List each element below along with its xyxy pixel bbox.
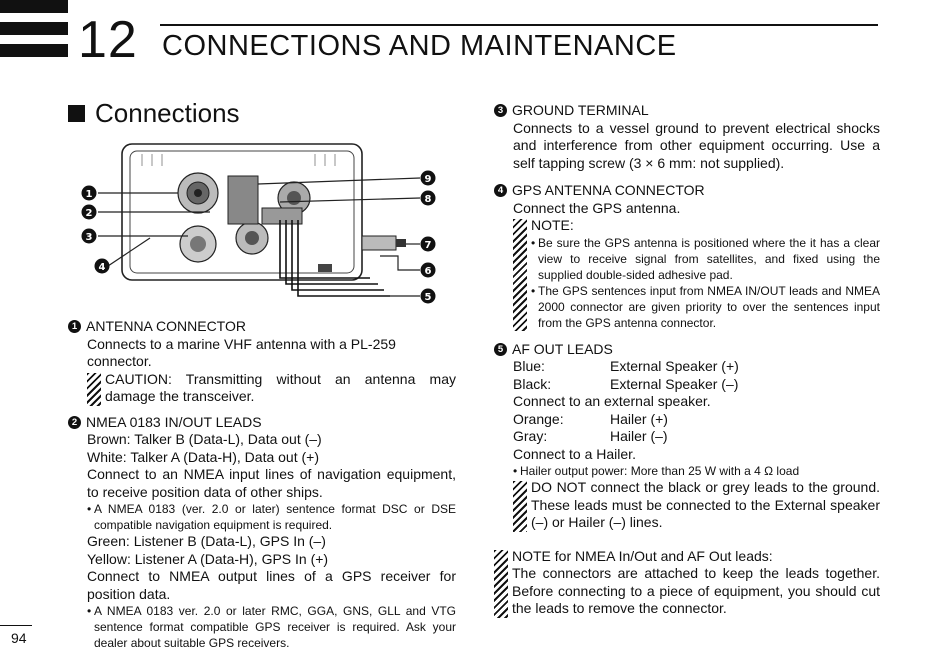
- item-nmea-leads-body: Brown: Talker B (Data-L), Data out (–) W…: [68, 431, 456, 651]
- callout-8-icon: [420, 190, 436, 206]
- number-3-icon: 3: [494, 104, 507, 118]
- note-hatch-icon: [513, 219, 527, 331]
- item-title: GROUND TERMINAL: [512, 102, 649, 118]
- item-title: GPS ANTENNA CONNECTOR: [512, 182, 705, 198]
- item-title: ANTENNA CONNECTOR: [86, 318, 246, 334]
- gps-note: NOTE: •Be sure the GPS antenna is positi…: [513, 217, 880, 331]
- lead-value: External Speaker (–): [610, 375, 739, 392]
- page-number: 94: [11, 630, 27, 646]
- chapter-tab-bar: [0, 44, 68, 57]
- item-description: Connect the GPS antenna.: [513, 199, 681, 216]
- item-description: Connects to a vessel ground to prevent e…: [513, 119, 880, 171]
- item-af-out-heading: 5 AF OUT LEADS: [494, 341, 880, 359]
- bullet-item: •A NMEA 0183 (ver. 2.0 or later) sentenc…: [87, 502, 456, 532]
- item-description: Connect to a Hailer.: [513, 445, 636, 462]
- callout-3-icon: [81, 228, 97, 244]
- section-heading-text: Connections: [95, 98, 240, 128]
- warning-text: DO NOT connect the black or grey leads t…: [531, 479, 880, 530]
- lead-green: Green: Listener B (Data-L), GPS In (–): [87, 533, 326, 549]
- item-nmea-leads-heading: 2 NMEA 0183 IN/OUT LEADS: [68, 414, 456, 432]
- bullet-item: •Hailer output power: More than 25 W wit…: [513, 463, 880, 479]
- callout-1-icon: [81, 185, 97, 201]
- callout-4-icon: [94, 258, 110, 274]
- callout-7-label: 7: [425, 240, 432, 251]
- warning-hatch-icon: [513, 481, 527, 532]
- bullet-text: The GPS sentences input from NMEA IN/OUT…: [538, 283, 880, 330]
- page-number-rule: [0, 625, 32, 626]
- lead-gray: Gray: Hailer (–): [513, 428, 880, 446]
- item-antenna-connector-heading: 1 ANTENNA CONNECTOR: [68, 318, 456, 336]
- left-column: 1 ANTENNA CONNECTOR Connects to a marine…: [68, 318, 456, 651]
- item-description: Connects to a marine VHF antenna with a …: [87, 335, 396, 370]
- callout-6-icon: [420, 262, 436, 278]
- bullet-text: Hailer output power: More than 25 W with…: [520, 464, 800, 478]
- chapter-rule: [160, 24, 878, 26]
- lead-value: Hailer (+): [610, 410, 668, 427]
- callout-2-label: 2: [86, 208, 93, 219]
- lead-brown: Brown: Talker B (Data-L), Data out (–): [87, 431, 322, 447]
- callout-4-label: 4: [99, 262, 106, 273]
- bullet-text: A NMEA 0183 (ver. 2.0 or later) sentence…: [94, 502, 456, 532]
- lead-white: White: Talker A (Data-H), Data out (+): [87, 448, 319, 465]
- bottom-note: NOTE for NMEA In/Out and AF Out leads: T…: [494, 548, 880, 618]
- note-hatch-icon: [494, 549, 508, 618]
- bullet-item: •Be sure the GPS antenna is positioned w…: [531, 235, 880, 282]
- caution-note: CAUTION: Transmitting without an antenna…: [87, 371, 456, 406]
- right-column: 3 GROUND TERMINAL Connects to a vessel g…: [494, 102, 880, 618]
- item-description: Connect to NMEA output lines of a GPS re…: [87, 568, 456, 602]
- callout-1-label: 1: [86, 189, 93, 200]
- bullet-item: •The GPS sentences input from NMEA IN/OU…: [531, 283, 880, 330]
- callout-9-label: 9: [425, 174, 432, 185]
- item-antenna-connector-body: Connects to a marine VHF antenna with a …: [68, 336, 456, 406]
- bottom-note-title: NOTE for NMEA In/Out and AF Out leads:: [512, 547, 773, 564]
- number-4-icon: 4: [494, 184, 507, 198]
- lead-orange: Orange: Hailer (+): [513, 411, 880, 429]
- chapter-tab-bar: [0, 0, 68, 13]
- section-square-icon: [68, 104, 85, 122]
- chapter-number: 12: [78, 11, 138, 69]
- callout-2-icon: [81, 204, 97, 220]
- rear-panel-diagram: 1 2 3 4 5 6 7 8 9: [81, 143, 436, 304]
- caution-hatch-icon: [87, 372, 101, 406]
- callout-5-icon: [420, 288, 436, 304]
- number-2-icon: 2: [68, 415, 81, 429]
- bullet-item: •A NMEA 0183 ver. 2.0 or later RMC, GGA,…: [87, 604, 456, 650]
- caution-text: CAUTION: Transmitting without an antenna…: [105, 370, 456, 405]
- bullet-text: Be sure the GPS antenna is positioned wh…: [538, 235, 880, 282]
- lead-black: Black: External Speaker (–): [513, 376, 880, 394]
- lead-key: Gray:: [513, 428, 548, 444]
- lead-key: Black:: [513, 375, 552, 392]
- chapter-title: CONNECTIONS AND MAINTENANCE: [162, 30, 677, 62]
- note-label: NOTE:: [531, 217, 574, 233]
- item-gps-antenna-heading: 4 GPS ANTENNA CONNECTOR: [494, 182, 880, 200]
- warning-note: DO NOT connect the black or grey leads t…: [513, 479, 880, 532]
- item-title: AF OUT LEADS: [512, 340, 613, 357]
- number-5-icon: 5: [494, 342, 507, 356]
- item-gps-antenna-body: Connect the GPS antenna. NOTE: •Be sure …: [494, 200, 880, 331]
- callout-9-icon: [420, 170, 436, 186]
- callout-6-label: 6: [425, 266, 432, 277]
- number-1-icon: 1: [68, 320, 81, 334]
- section-heading: Connections: [68, 100, 240, 126]
- item-description: Connect to an NMEA input lines of naviga…: [87, 466, 456, 500]
- lead-value: External Speaker (+): [610, 358, 739, 374]
- callout-7-icon: [420, 236, 436, 252]
- lead-key: Blue:: [513, 358, 545, 374]
- lead-yellow: Yellow: Listener A (Data-H), GPS In (+): [87, 550, 329, 567]
- bottom-note-body: The connectors are attached to keep the …: [512, 565, 880, 616]
- lead-value: Hailer (–): [610, 428, 668, 444]
- item-description: Connect to an external speaker.: [513, 393, 711, 409]
- lead-blue: Blue: External Speaker (+): [513, 358, 880, 376]
- item-title: NMEA 0183 IN/OUT LEADS: [86, 413, 262, 430]
- chapter-tab-bar: [0, 22, 68, 35]
- item-ground-terminal-heading: 3 GROUND TERMINAL: [494, 102, 880, 120]
- callout-5-label: 5: [425, 292, 432, 303]
- callout-3-label: 3: [86, 232, 93, 243]
- lead-key: Orange:: [513, 410, 564, 427]
- bullet-text: A NMEA 0183 ver. 2.0 or later RMC, GGA, …: [94, 604, 456, 650]
- item-af-out-body: Blue: External Speaker (+) Black: External…: [494, 358, 880, 532]
- callout-8-label: 8: [425, 194, 432, 205]
